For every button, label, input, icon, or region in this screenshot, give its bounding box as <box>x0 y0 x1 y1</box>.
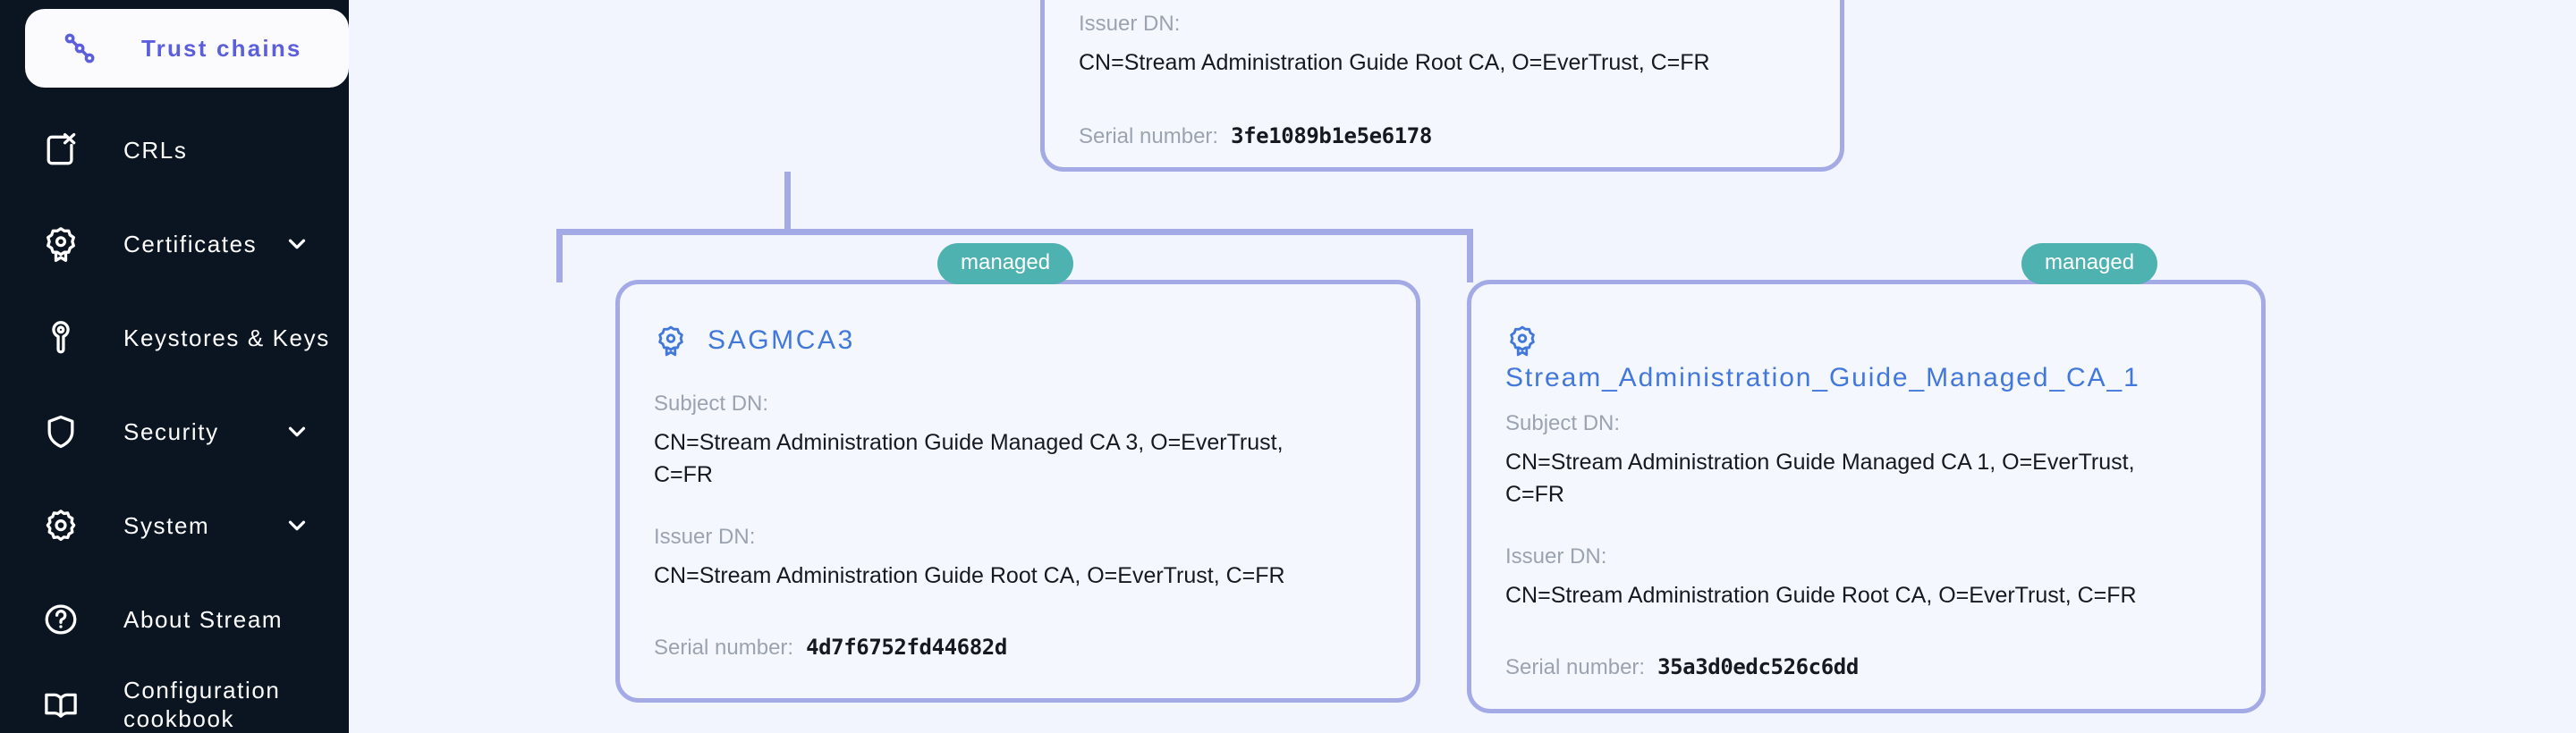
subject-dn-value: CN=Stream Administration Guide Managed C… <box>654 430 1284 487</box>
issuer-dn-label: Issuer DN: <box>1505 544 1607 569</box>
serial-value: 4d7f6752fd44682d <box>806 634 1007 660</box>
chevron-down-icon[interactable] <box>283 417 311 446</box>
connector-horizontal-bus <box>556 229 1473 235</box>
serial-label: Serial number: <box>654 635 794 660</box>
sidebar-item-crls[interactable]: CRLs <box>0 107 349 193</box>
gear-icon <box>38 502 84 549</box>
sidebar-item-label: Trust chains <box>141 34 302 62</box>
sidebar-item-keystores-keys[interactable]: Keystores & Keys <box>0 295 349 381</box>
book-icon <box>38 681 84 728</box>
issuer-dn-label: Issuer DN: <box>654 525 756 549</box>
sidebar-item-label: CRLs <box>123 136 188 164</box>
chevron-down-icon[interactable] <box>283 511 311 540</box>
sidebar-item-label: Keystores & Keys <box>123 324 330 351</box>
sidebar-item-about-stream[interactable]: About Stream <box>0 577 349 662</box>
trust-chain-canvas: Issuer DN: CN=Stream Administration Guid… <box>349 0 2576 733</box>
trust-chain-icon <box>57 25 104 72</box>
sidebar-item-label: Configuration cookbook <box>123 676 281 733</box>
status-badge-managed: managed <box>2021 243 2158 284</box>
sidebar-item-label: About Stream <box>123 605 284 633</box>
sidebar-item-configuration-cookbook[interactable]: Configuration cookbook <box>0 661 349 733</box>
issuer-dn-value: CN=Stream Administration Guide Root CA, … <box>1505 583 2137 608</box>
connector-drop-left <box>556 229 563 282</box>
sidebar-item-certificates[interactable]: Certificates <box>0 201 349 287</box>
connector-root-stem <box>784 172 791 235</box>
root-ca-card[interactable]: Issuer DN: CN=Stream Administration Guid… <box>1040 0 1844 172</box>
chevron-down-icon[interactable] <box>283 230 311 258</box>
root-serial-value: 3fe1089b1e5e6178 <box>1231 122 1432 148</box>
issuer-dn-value: CN=Stream Administration Guide Root CA, … <box>654 563 1285 588</box>
sidebar-item-label: Certificates <box>123 230 258 257</box>
card-title-row: Stream_Administration_Guide_Managed_CA_1 <box>1505 324 2227 393</box>
status-badge-managed: managed <box>937 243 1074 284</box>
serial-label: Serial number: <box>1505 654 1646 679</box>
sidebar-item-trust-chains[interactable]: Trust chains <box>25 9 349 88</box>
root-serial-label: Serial number: <box>1079 123 1219 148</box>
shield-icon <box>38 409 84 455</box>
sidebar-item-security[interactable]: Security <box>0 389 349 475</box>
card-title[interactable]: Stream_Administration_Guide_Managed_CA_1 <box>1505 363 2140 392</box>
card-title-row: SAGMCA3 <box>654 324 1382 358</box>
certificate-icon <box>654 324 688 358</box>
subject-dn-label: Subject DN: <box>654 392 769 416</box>
child-ca-card-sagmca3[interactable]: SAGMCA3 Subject DN: CN=Stream Administra… <box>615 243 1420 703</box>
key-icon <box>38 315 84 361</box>
certificate-icon <box>1505 324 2227 358</box>
serial-value: 35a3d0edc526c6dd <box>1657 653 1859 679</box>
question-icon <box>38 596 84 643</box>
crl-icon <box>38 127 84 173</box>
subject-dn-label: Subject DN: <box>1505 411 1621 435</box>
connector-drop-right <box>1467 229 1473 282</box>
sidebar-item-system[interactable]: System <box>0 483 349 569</box>
card-title[interactable]: SAGMCA3 <box>708 325 855 355</box>
sidebar-item-label: Security <box>123 417 219 445</box>
root-issuer-dn-value: CN=Stream Administration Guide Root CA, … <box>1079 50 1710 75</box>
sidebar-item-label: System <box>123 511 210 539</box>
subject-dn-value: CN=Stream Administration Guide Managed C… <box>1505 450 2135 507</box>
root-issuer-dn-label: Issuer DN: <box>1079 12 1181 36</box>
child-ca-card-stream-administration-guide-managed-ca-1[interactable]: Stream_Administration_Guide_Managed_CA_1… <box>1467 243 2266 713</box>
certificate-icon <box>38 221 84 267</box>
sidebar: Trust chains CRLs Certificates <box>0 0 349 733</box>
